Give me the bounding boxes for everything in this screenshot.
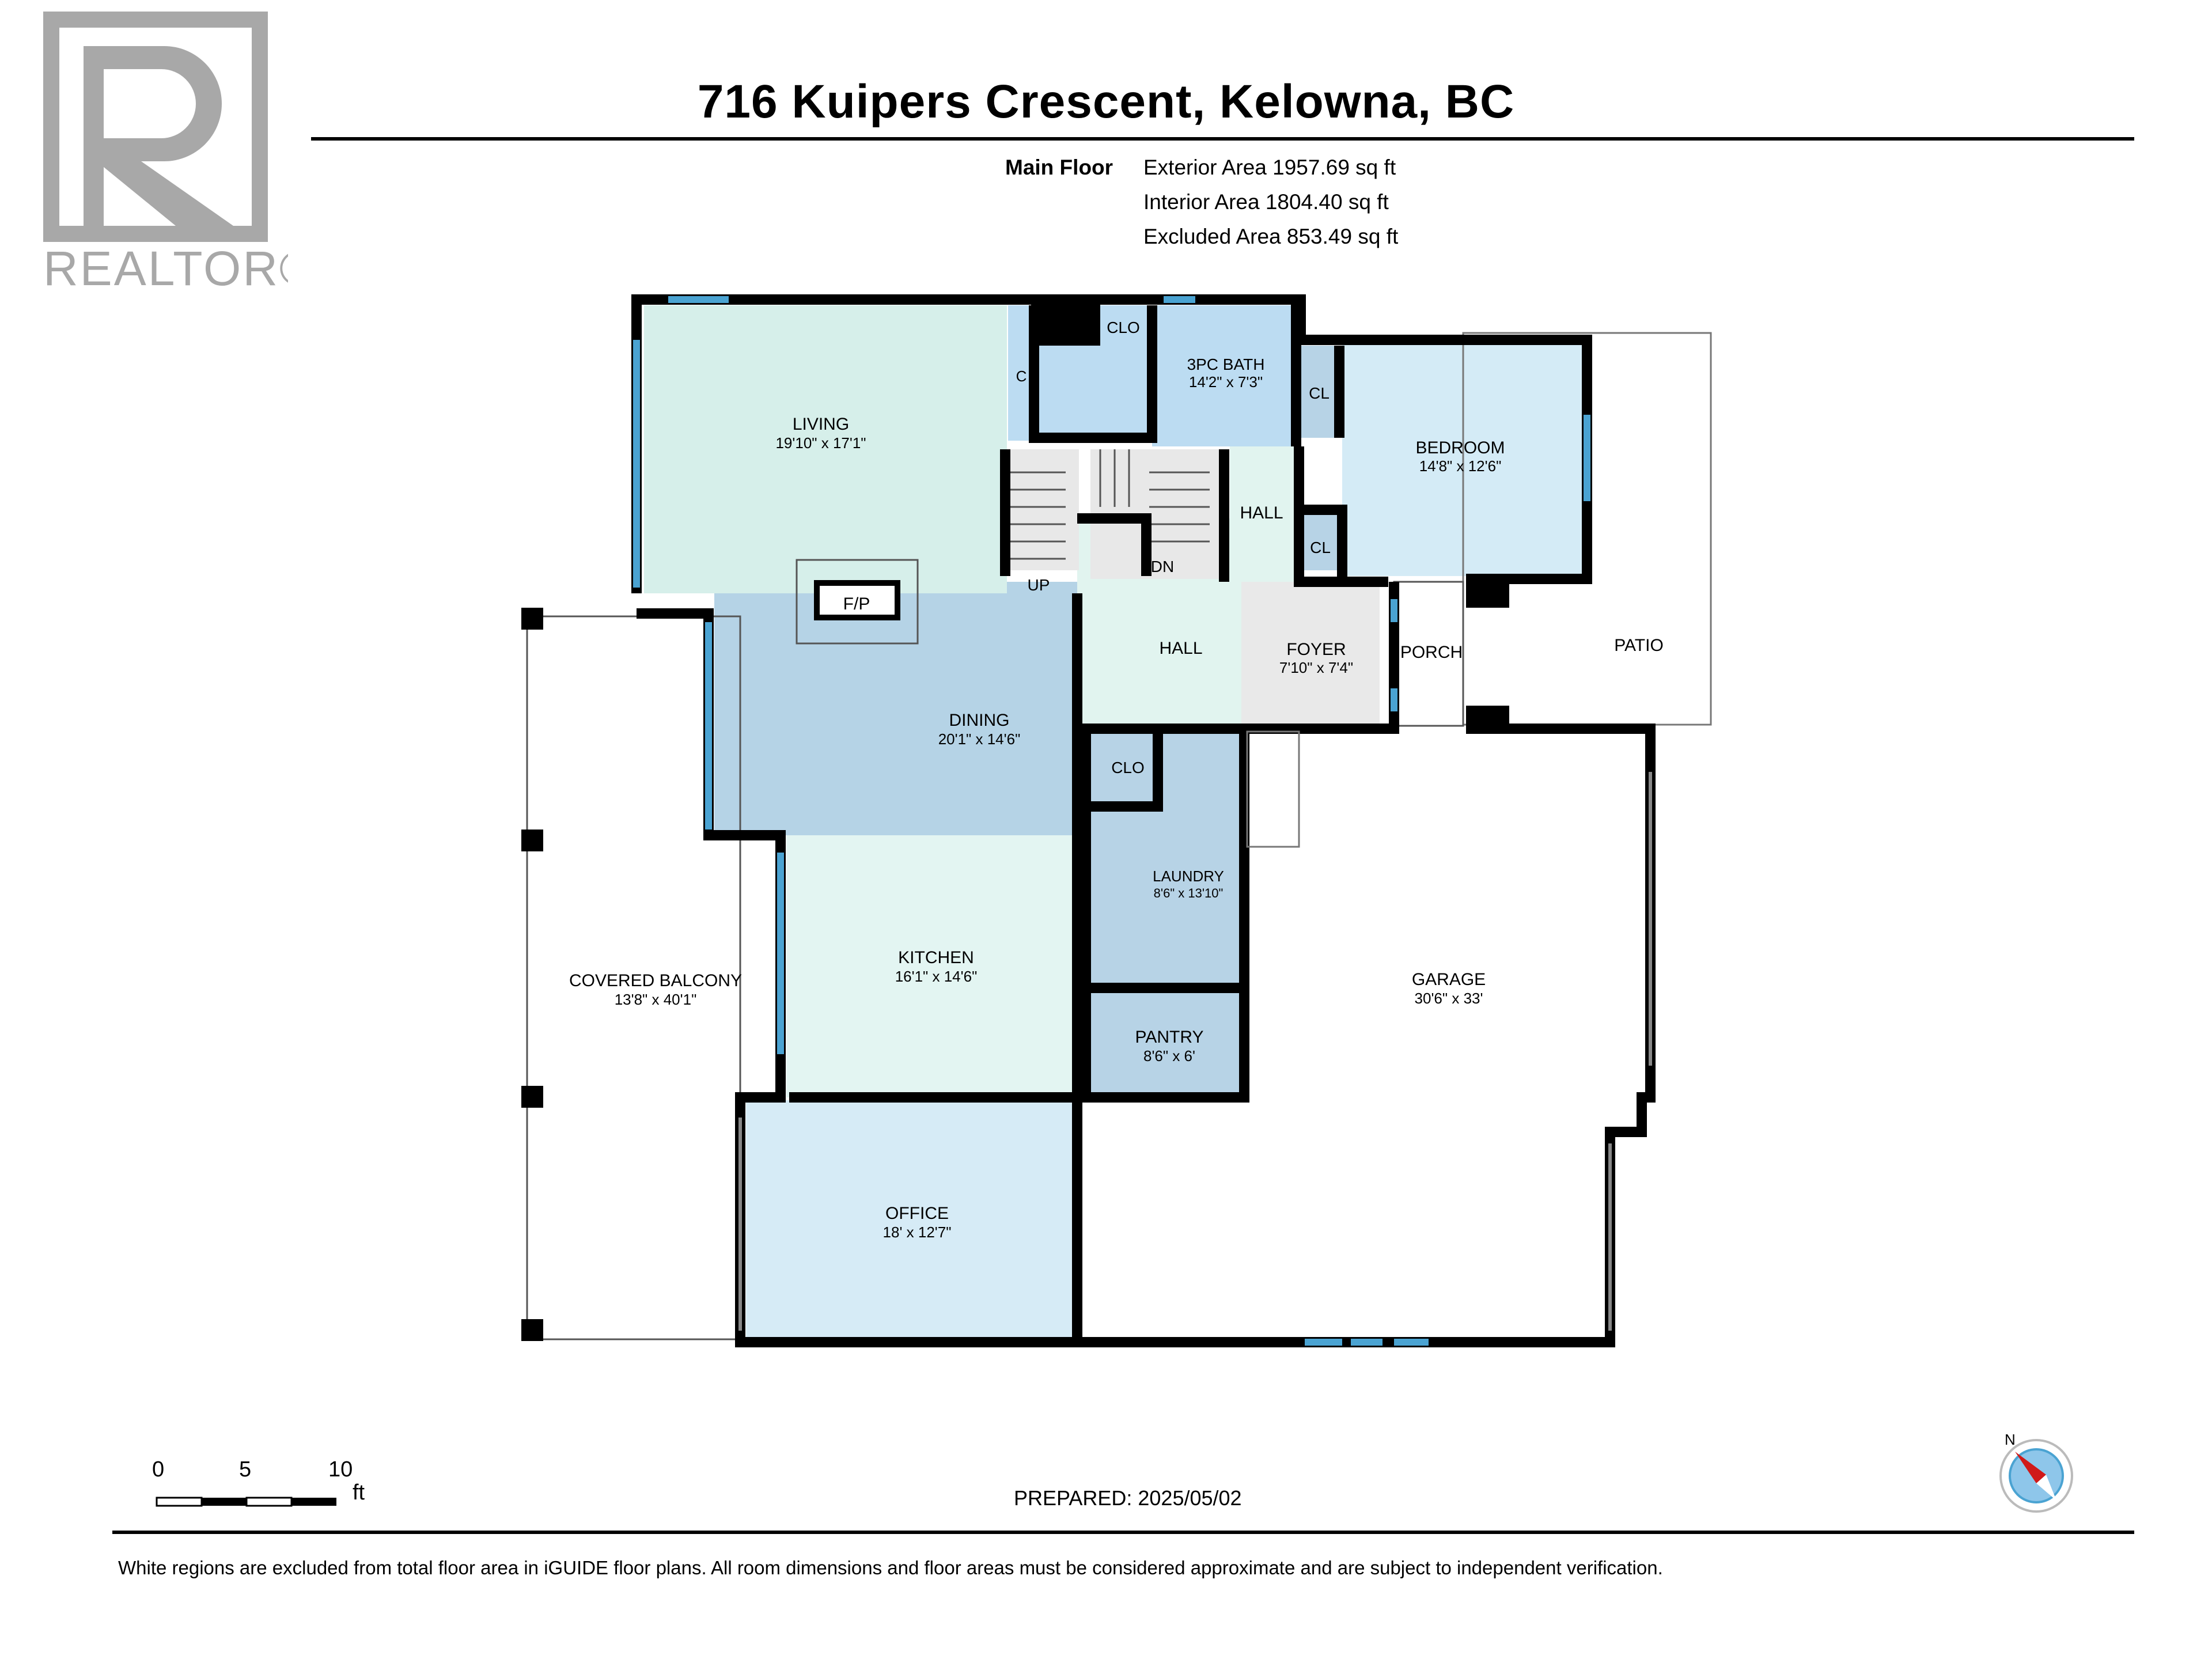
fireplace-insert: [814, 580, 900, 620]
exterior-area: Exterior Area 1957.69 sq ft: [1143, 156, 1396, 179]
laundry-dims: 8'6" x 13'10": [1154, 886, 1224, 900]
garage-door-track: [738, 772, 1652, 1331]
scale-tick-0: 0: [152, 1457, 165, 1482]
kitchen-dims: 16'1" x 14'6": [895, 968, 978, 985]
scale-tick-10: 10: [328, 1457, 353, 1482]
scale-bar: [156, 1497, 336, 1507]
laundry-fill: [1086, 729, 1247, 988]
bed-closet2-fill: [1299, 513, 1339, 570]
patio-label: PATIO: [1614, 636, 1664, 655]
balcony-post: [521, 830, 543, 851]
stair-treads: [1007, 449, 1210, 560]
porch-label: PORCH: [1400, 643, 1463, 662]
garage-dims: 30'6" x 33': [1415, 990, 1483, 1007]
scale-unit: ft: [353, 1480, 365, 1505]
laundry-label: LAUNDRY: [1153, 868, 1224, 885]
fireplace-label: F/P: [843, 594, 870, 613]
interior-area: Interior Area 1804.40 sq ft: [1143, 190, 1389, 214]
fireplace-box: [796, 559, 919, 645]
windows: [633, 296, 1590, 1346]
footer-disclaimer: White regions are excluded from total fl…: [118, 1557, 1663, 1578]
hall-upper-label: HALL: [1240, 503, 1283, 522]
stairs-down-label: DN: [1151, 558, 1174, 575]
balcony-dims: 13'8" x 40'1": [615, 991, 697, 1008]
bath-dims: 14'2" x 7'3": [1189, 373, 1263, 391]
balcony-outline: [526, 615, 741, 1340]
kitchen-fill: [786, 835, 1077, 1097]
dining-room-fill: [714, 582, 1077, 835]
closet-hall-fill: [1037, 346, 1152, 441]
pantry-fill: [1086, 988, 1247, 1097]
office-dims: 18' x 12'7": [883, 1224, 952, 1241]
bedroom-dims: 14'8" x 12'6": [1419, 457, 1502, 475]
page-title: 716 Kuipers Crescent, Kelowna, BC: [697, 75, 1515, 128]
laundry-closet-label: CLO: [1111, 759, 1145, 777]
living-label: LIVING: [793, 415, 849, 434]
dining-dims: 20'1" x 14'6": [938, 730, 1021, 748]
office-fill: [746, 1100, 1077, 1339]
stair-up-fill: [1007, 449, 1079, 570]
garage-entry-outline: [1246, 730, 1300, 848]
excluded-area: Excluded Area 853.49 sq ft: [1143, 225, 1399, 248]
compass-label: N: [2005, 1431, 2016, 1448]
living-dims: 19'10" x 17'1": [775, 434, 866, 452]
foyer-fill: [1241, 582, 1380, 726]
balcony-post: [521, 1086, 543, 1108]
bed-closet1-label: CL: [1309, 384, 1330, 402]
bedroom-label: BEDROOM: [1415, 438, 1505, 457]
c-closet-label: C: [1016, 368, 1027, 385]
hall-center-label: HALL: [1159, 639, 1202, 658]
hall-upper-fill: [1230, 446, 1296, 582]
pantry-dims: 8'6" x 6': [1143, 1047, 1195, 1065]
foyer-dims: 7'10" x 7'4": [1279, 659, 1353, 676]
balcony-post: [521, 1319, 543, 1341]
foyer-label: FOYER: [1286, 640, 1346, 659]
bath-closet-label: CLO: [1107, 319, 1140, 336]
realtor-logo-text: REALTOR®: [43, 241, 288, 296]
bed-closet2-label: CL: [1310, 539, 1331, 556]
bath-label: 3PC BATH: [1187, 355, 1265, 373]
floor-label: Main Floor: [1005, 156, 1113, 179]
prepared-date: PREPARED: 2025/05/02: [1014, 1486, 1242, 1510]
wall-block: [1466, 579, 1509, 608]
compass-icon: N: [1999, 1431, 2073, 1513]
scale-tick-5: 5: [239, 1457, 252, 1482]
pantry-label: PANTRY: [1135, 1028, 1204, 1047]
dining-label: DINING: [949, 711, 1010, 730]
kitchen-label: KITCHEN: [898, 948, 974, 967]
bath-fill: [1152, 305, 1296, 446]
balcony-label: COVERED BALCONY: [569, 971, 742, 990]
balcony-post: [521, 608, 543, 630]
living-room-fill: [644, 305, 1007, 593]
stairs-up-label: UP: [1028, 576, 1050, 594]
garage-label: GARAGE: [1412, 970, 1486, 989]
walls: [631, 294, 1656, 1347]
footer-rule: [112, 1531, 2134, 1534]
wall-block: [1466, 706, 1509, 732]
header-rule: [311, 137, 2134, 141]
wall-block: [1031, 300, 1100, 346]
realtor-logo: REALTOR®: [43, 12, 288, 296]
office-label: OFFICE: [885, 1204, 949, 1223]
bed-closet1-fill: [1299, 346, 1339, 438]
bath-closet-fill: [1094, 305, 1152, 346]
